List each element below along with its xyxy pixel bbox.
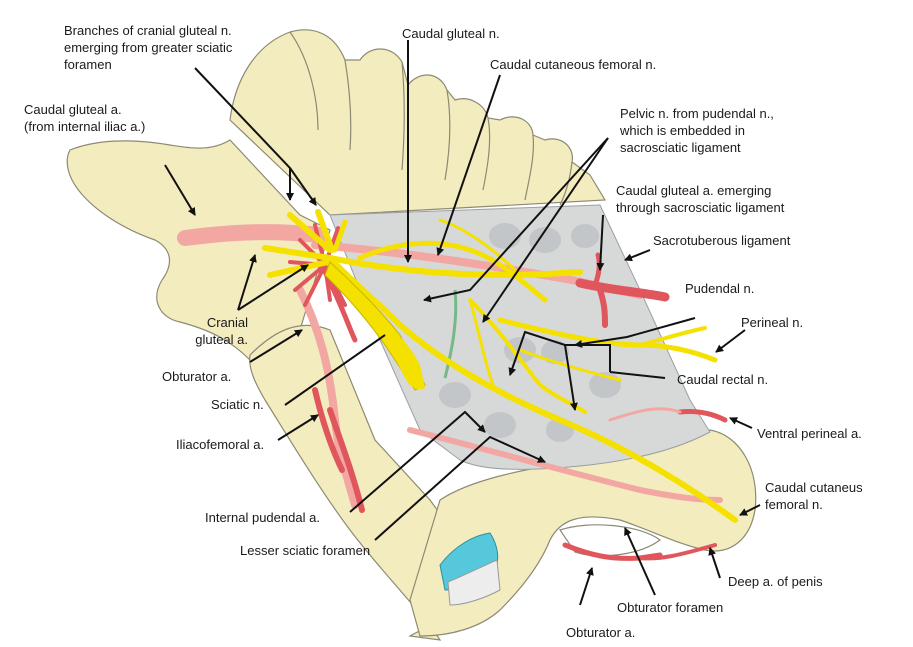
nerves bbox=[262, 209, 738, 523]
label-line: Branches of cranial gluteal n. bbox=[64, 23, 232, 38]
label-line: Deep a. of penis bbox=[728, 574, 823, 589]
label-line: through sacrosciatic ligament bbox=[616, 200, 785, 215]
label-internal-pudendal-a: Internal pudendal a. bbox=[205, 509, 320, 526]
label-line: Obturator foramen bbox=[617, 600, 724, 615]
label-line: Internal pudendal a. bbox=[205, 510, 320, 525]
label-line: Caudal cutaneous femoral n. bbox=[490, 57, 657, 72]
label-line: Cranial bbox=[206, 315, 248, 330]
label-line: Iliacofemoral a. bbox=[176, 437, 265, 452]
label-line: sacrosciatic ligament bbox=[620, 140, 741, 155]
label-line: (from internal iliac a.) bbox=[24, 119, 146, 134]
label-deep-a-of-penis: Deep a. of penis bbox=[728, 573, 823, 590]
label-iliacofemoral-a: Iliacofemoral a. bbox=[176, 436, 264, 453]
label-caudal-cutaneus-femoral-n-bottom: Caudal cutaneus femoral n. bbox=[765, 479, 863, 513]
label-line: foramen bbox=[64, 57, 112, 72]
label-line: Pelvic n. from pudendal n., bbox=[620, 106, 774, 121]
label-obturator-a-bottom: Obturator a. bbox=[566, 624, 635, 641]
label-line: Perineal n. bbox=[741, 315, 804, 330]
cartilage-cap bbox=[439, 532, 501, 606]
label-line: Pudendal n. bbox=[685, 281, 755, 296]
label-sciatic-n: Sciatic n. bbox=[211, 396, 264, 413]
label-line: Obturator a. bbox=[162, 369, 232, 384]
label-cranial-gluteal-a: Cranial gluteal a. bbox=[168, 314, 248, 348]
label-perineal-n: Perineal n. bbox=[741, 314, 803, 331]
label-obturator-foramen: Obturator foramen bbox=[617, 599, 723, 616]
label-obturator-a-left: Obturator a. bbox=[162, 368, 231, 385]
label-line: Sacrotuberous ligament bbox=[653, 233, 791, 248]
label-line: Caudal gluteal a. bbox=[24, 102, 122, 117]
label-lesser-sciatic-foramen: Lesser sciatic foramen bbox=[240, 542, 370, 559]
label-line: emerging from greater sciatic bbox=[64, 40, 233, 55]
label-line: femoral n. bbox=[765, 497, 823, 512]
green-vessel bbox=[443, 289, 458, 379]
label-sacrotuberous-ligament: Sacrotuberous ligament bbox=[653, 232, 790, 249]
sciatic-nerve-bulge bbox=[380, 320, 425, 390]
label-line: Caudal gluteal a. emerging bbox=[616, 183, 772, 198]
label-line: Caudal rectal n. bbox=[677, 372, 769, 387]
label-caudal-gluteal-a-emerging: Caudal gluteal a. emerging through sacro… bbox=[616, 182, 784, 216]
leader-lines bbox=[164, 40, 761, 606]
label-ventral-perineal-a: Ventral perineal a. bbox=[757, 425, 862, 442]
label-caudal-gluteal-n: Caudal gluteal n. bbox=[402, 25, 500, 42]
label-line: Caudal cutaneus bbox=[765, 480, 863, 495]
label-caudal-gluteal-a: Caudal gluteal a. (from internal iliac a… bbox=[24, 101, 145, 135]
label-caudal-cutaneous-femoral-n-top: Caudal cutaneous femoral n. bbox=[490, 56, 656, 73]
label-line: gluteal a. bbox=[195, 332, 248, 347]
femoral-shaft-region bbox=[249, 324, 475, 641]
label-pelvic-n: Pelvic n. from pudendal n., which is emb… bbox=[620, 105, 774, 156]
label-caudal-rectal-n: Caudal rectal n. bbox=[677, 371, 768, 388]
label-line: Ventral perineal a. bbox=[757, 426, 862, 441]
sacrum-vertebrae bbox=[229, 29, 607, 216]
label-pudendal-n: Pudendal n. bbox=[685, 280, 754, 297]
ilium bbox=[66, 139, 331, 361]
label-line: Lesser sciatic foramen bbox=[240, 543, 371, 558]
label-line: Sciatic n. bbox=[211, 397, 264, 412]
arteries bbox=[177, 224, 728, 561]
label-line: Obturator a. bbox=[566, 625, 636, 640]
label-line: Caudal gluteal n. bbox=[402, 26, 500, 41]
label-branches-cranial-gluteal-n: Branches of cranial gluteal n. emerging … bbox=[64, 22, 232, 73]
label-line: which is embedded in bbox=[620, 123, 746, 138]
